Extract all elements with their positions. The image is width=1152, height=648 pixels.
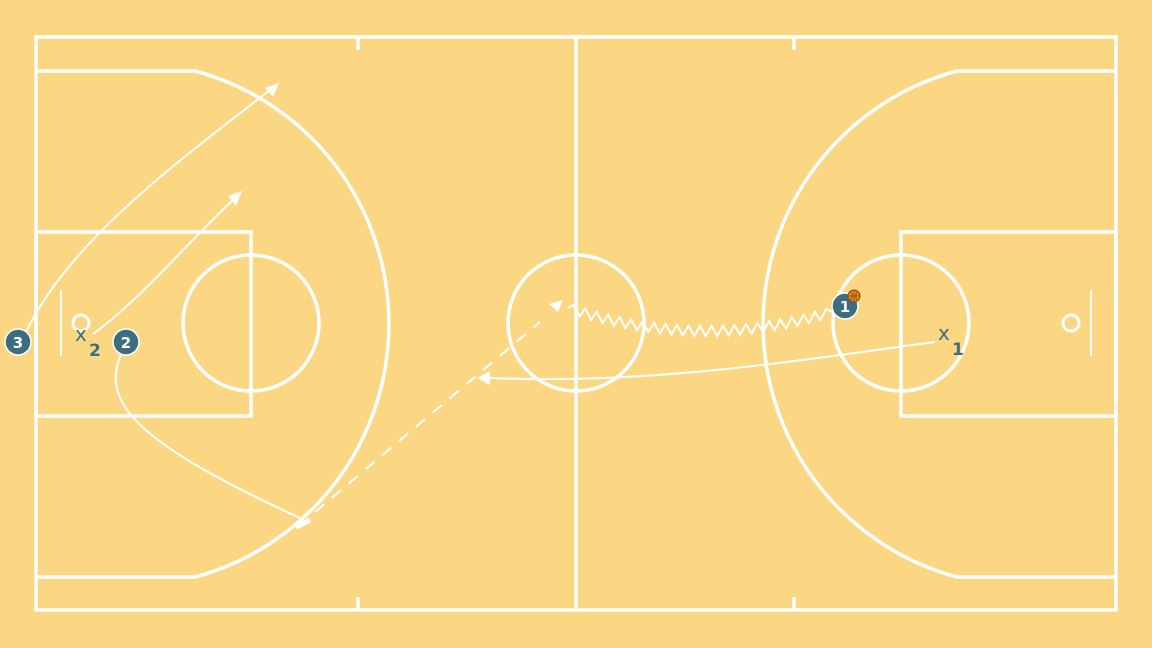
hoop-icon [71,313,91,333]
defender-x1: x 1 [938,321,964,360]
defender-number: 2 [89,341,101,361]
player-number: 2 [121,334,131,352]
right-key [899,230,1118,418]
defender-mark: x [75,322,87,346]
player-2: 2 [112,328,140,356]
defender-number: 1 [952,340,964,360]
player-marker [112,328,140,356]
arrow-head [549,300,563,312]
basketball-icon [847,289,861,303]
player-2-cut-path [92,199,234,335]
defender-1-path [489,341,936,381]
play-paths [25,83,936,530]
pass-path [314,321,541,513]
player-1: 1 [831,289,861,320]
player-marker [4,328,32,356]
defender-mark: x [938,321,950,345]
left-key [34,230,253,418]
player-3-cut-path [25,89,271,333]
player-3: 3 [4,328,32,356]
right-free-throw-circle [831,253,971,393]
player-2-curl-path [114,351,301,519]
right-half-court [761,69,1118,579]
player-number: 1 [840,298,850,316]
arrow-head [477,371,490,385]
left-three-point-line [36,69,391,579]
defender-x2: x 2 [75,322,101,361]
left-free-throw-circle [181,253,321,393]
screen-end [294,517,312,530]
dribble-path [567,303,833,339]
arrow-head [228,191,242,206]
sideline-ticks [356,37,796,610]
arrow-head [265,83,279,97]
right-three-point-line [761,69,1116,579]
hoop-icon [1061,313,1081,333]
player-number: 3 [13,334,23,352]
left-half-court [34,69,391,579]
